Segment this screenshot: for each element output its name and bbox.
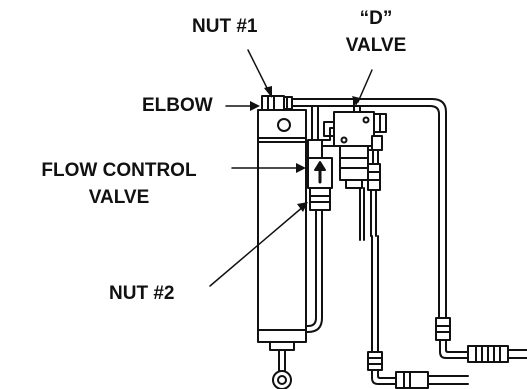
flow-control-valve: [305, 105, 333, 333]
label-flow-line1: FLOW CONTROL: [41, 160, 197, 181]
right-fitting: [435, 317, 527, 363]
label-flow-line2: VALVE: [88, 187, 150, 208]
top-tube: [291, 98, 447, 319]
label-elbow: ELBOW: [142, 95, 213, 116]
label-flow-control-valve: FLOW CONTROL VALVE: [6, 160, 232, 208]
label-nut-1: NUT #1: [192, 16, 258, 37]
cylinder: [257, 109, 307, 389]
leader-arrowheads: [250, 86, 360, 212]
cross-pipe: [321, 127, 335, 147]
label-d-valve-line2: VALVE: [345, 35, 407, 56]
label-d-valve-line1: “D”: [359, 8, 393, 29]
label-d-valve: “D” VALVE: [334, 8, 418, 56]
elbow-fitting: [261, 95, 293, 111]
d-valve-fittings: [367, 135, 383, 237]
label-nut-2: NUT #2: [109, 283, 175, 304]
return-tube: [367, 235, 469, 389]
wire-harness: [359, 187, 365, 241]
